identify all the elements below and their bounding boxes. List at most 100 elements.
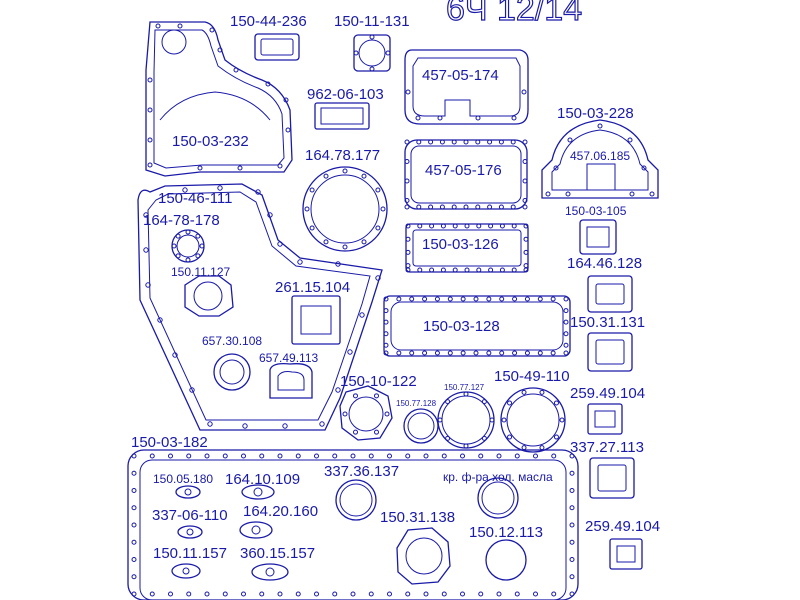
bolt-hole: [569, 505, 575, 511]
bolt-hole: [182, 187, 188, 193]
bolt-hole: [486, 350, 492, 356]
bolt-hole: [131, 505, 137, 511]
label-457-05-176: 457-05-176: [425, 162, 502, 179]
bolt-hole: [282, 423, 288, 429]
bolt-hole: [149, 591, 155, 597]
bolt-hole: [383, 331, 389, 337]
bolt-hole: [143, 212, 149, 218]
label-150-77-128: 150.77.128: [396, 399, 437, 408]
bolt-hole: [501, 417, 507, 423]
bolt-hole: [475, 204, 481, 210]
bolt-hole: [149, 453, 155, 459]
bolt-hole: [387, 591, 392, 597]
bolt-hole: [522, 139, 528, 145]
bolt-hole: [383, 350, 389, 356]
bolt-hole: [177, 23, 183, 29]
bolt-hole: [131, 488, 137, 493]
label-360-15-157: 360.15.157: [240, 545, 315, 562]
bolt-hole: [319, 421, 325, 427]
bolt-hole: [342, 168, 348, 174]
bolt-hole: [332, 453, 338, 459]
gasket-150-31-138: [396, 527, 451, 585]
label-164-10-109: 164.10.109: [225, 471, 300, 488]
bolt-hole: [172, 352, 178, 358]
bolt-hole: [131, 591, 137, 597]
bolt-hole: [486, 296, 492, 302]
gasket-337-27-113: [589, 457, 635, 499]
bolt-hole: [342, 411, 348, 417]
bolt-hole: [533, 591, 538, 597]
bolt-hole: [147, 162, 153, 168]
gasket-259-49-104-a: [587, 403, 623, 435]
bolt-hole: [185, 229, 191, 235]
gasket-kr-f-ra: [477, 477, 519, 519]
bolt-hole: [434, 350, 440, 356]
gasket-164-78-177: [302, 166, 388, 252]
bolt-hole: [521, 445, 527, 451]
bolt-hole: [383, 308, 389, 314]
bolt-hole: [489, 417, 495, 423]
bolt-hole: [452, 223, 458, 229]
bolt-hole: [521, 89, 527, 95]
bolt-hole: [423, 591, 429, 597]
label-150-03-128: 150-03-128: [423, 318, 500, 335]
bolt-hole: [195, 253, 201, 259]
bolt-hole: [405, 591, 411, 597]
bolt-hole: [396, 296, 402, 302]
bolt-hole: [512, 350, 518, 356]
bolt-hole: [175, 253, 181, 259]
bolt-hole: [428, 139, 434, 145]
bolt-hole: [404, 204, 410, 210]
bolt-hole: [422, 350, 428, 356]
gasket-962-06-103: [314, 102, 370, 130]
bolt-hole: [523, 223, 529, 229]
bolt-hole: [396, 350, 402, 356]
bolt-hole: [314, 453, 319, 459]
drawing-title: 6Ч 12/14: [446, 0, 582, 28]
bolt-hole: [512, 296, 518, 302]
label-337-06-110: 337-06-110: [152, 507, 228, 524]
bolt-hole: [405, 223, 411, 229]
bolt-hole: [242, 423, 248, 429]
bolt-hole: [478, 591, 484, 597]
label-150-12-113: 150.12.113: [469, 524, 543, 541]
bolt-hole: [277, 453, 283, 459]
bolt-hole: [404, 159, 410, 164]
bolt-hole: [559, 417, 565, 423]
bolt-hole: [463, 139, 469, 145]
bolt-hole: [404, 198, 410, 203]
bolt-hole: [404, 178, 410, 184]
bolt-hole: [539, 389, 545, 395]
bolt-hole: [510, 139, 516, 145]
bolt-hole: [368, 453, 374, 459]
bolt-hole: [553, 400, 559, 406]
bolt-hole: [217, 47, 223, 53]
bolt-hole: [404, 139, 410, 145]
bolt-hole: [460, 591, 465, 597]
bolt-hole: [478, 453, 484, 459]
label-150-49-110: 150-49-110: [494, 368, 570, 385]
bolt-hole: [335, 387, 341, 393]
bolt-hole: [569, 591, 575, 597]
bolt-hole: [627, 137, 633, 143]
bolt-hole: [452, 267, 458, 273]
bolt-hole: [498, 139, 504, 145]
bolt-hole: [131, 539, 137, 545]
bolt-hole: [597, 123, 603, 129]
gasket-150-03-232: [145, 21, 293, 177]
bolt-hole: [563, 350, 569, 356]
bolt-hole: [551, 591, 557, 597]
bolt-hole: [265, 81, 271, 87]
bolt-hole: [567, 137, 573, 143]
label-164-78-177: 164.78.177: [305, 147, 380, 164]
gasket-164-46-128: [587, 275, 633, 313]
bolt-hole: [350, 591, 356, 597]
bolt-hole: [222, 591, 228, 597]
label-337-36-137: 337.36.137: [324, 463, 399, 480]
bolt-hole: [387, 453, 392, 459]
bolt-hole: [428, 204, 434, 210]
bolt-hole: [143, 247, 149, 253]
gasket-360-15-157: [251, 563, 289, 581]
bolt-hole: [222, 453, 228, 459]
bolt-hole: [537, 296, 543, 302]
